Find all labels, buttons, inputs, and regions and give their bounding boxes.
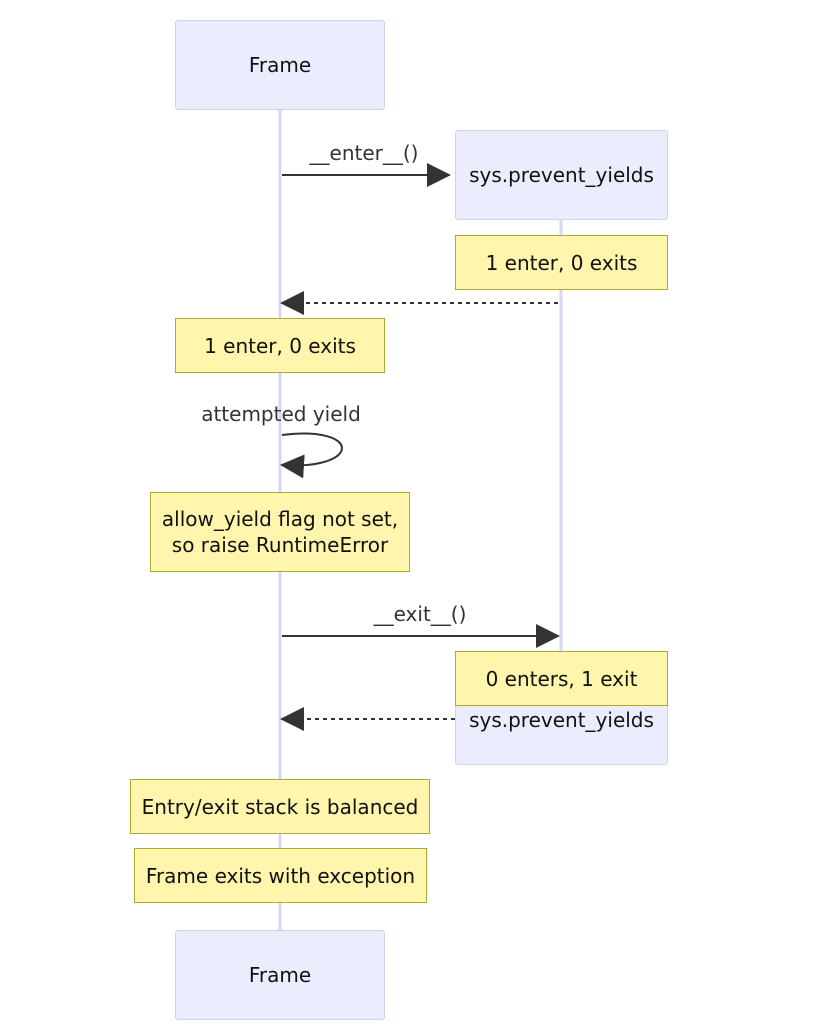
self-yield-message-label: attempted yield — [201, 402, 361, 426]
note-raise-runtime-error: allow_yield flag not set, so raise Runti… — [150, 492, 410, 572]
note-prevent-after-exit: 0 enters, 1 exit — [455, 651, 668, 706]
note-frame-after-enter-text: 1 enter, 0 exits — [204, 333, 356, 358]
note-frame-exits-text: Frame exits with exception — [145, 863, 416, 888]
note-raise-line2: so raise RuntimeError — [171, 533, 389, 557]
frame-participant-bottom: Frame — [175, 930, 385, 1020]
exit-message-label: __exit__() — [373, 602, 467, 626]
note-prevent-after-enter: 1 enter, 0 exits — [455, 235, 668, 290]
self-yield-arrow — [280, 432, 343, 479]
prevent-yields-participant-top: sys.prevent_yields — [455, 130, 668, 220]
frame-participant-top: Frame — [175, 20, 385, 110]
frame-participant-bottom-label: Frame — [248, 963, 312, 987]
note-prevent-after-enter-text: 1 enter, 0 exits — [485, 250, 638, 275]
frame-participant-top-label: Frame — [248, 53, 312, 77]
prevent-yields-participant-top-label: sys.prevent_yields — [469, 163, 654, 187]
prevent-yields-participant-bottom-label: sys.prevent_yields — [469, 708, 654, 732]
note-frame-after-enter: 1 enter, 0 exits — [175, 318, 385, 373]
enter-message-label: __enter__() — [309, 141, 419, 165]
note-raise-line1: allow_yield flag not set, — [161, 507, 399, 531]
note-prevent-after-exit-text: 0 enters, 1 exit — [485, 666, 638, 691]
note-frame-exits: Frame exits with exception — [134, 848, 427, 903]
note-stack-balanced-text: Entry/exit stack is balanced — [141, 794, 419, 819]
note-stack-balanced: Entry/exit stack is balanced — [130, 779, 430, 834]
